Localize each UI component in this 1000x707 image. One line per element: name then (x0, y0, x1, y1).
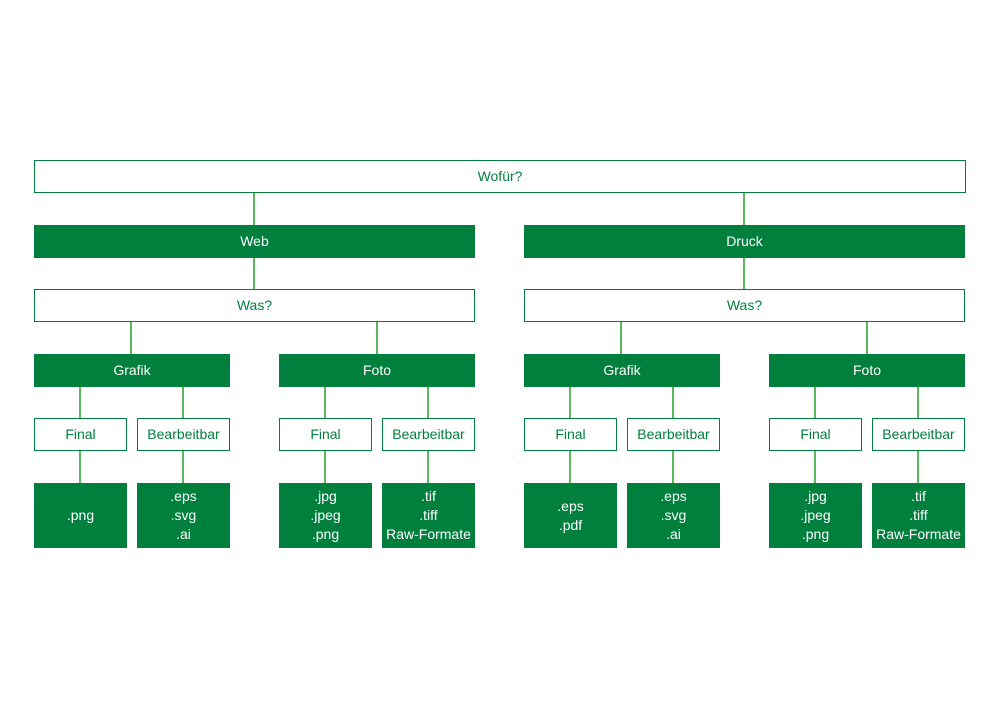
format-label: .svg (170, 507, 197, 523)
web-foto-final-formats: .jpg .jpeg .png (279, 483, 372, 548)
web-question-box: Was? (34, 289, 475, 322)
format-label: .ai (176, 526, 191, 542)
format-label: .svg (660, 507, 687, 523)
druck-grafik-final-formats: .eps .pdf (524, 483, 617, 548)
format-label: .eps (660, 488, 687, 504)
druck-foto-final-formats: .jpg .jpeg .png (769, 483, 862, 548)
druck-question-box: Was? (524, 289, 965, 322)
format-label: .jpg (314, 488, 337, 504)
format-label: .jpeg (310, 507, 341, 523)
druck-foto-box: Foto (769, 354, 965, 387)
web-grafik-final-box: Final (34, 418, 127, 451)
web-foto-editable-formats: .tif .tiff Raw-Formate (382, 483, 475, 548)
branch-web: Web (34, 225, 475, 258)
druck-foto-editable-formats: .tif .tiff Raw-Formate (872, 483, 965, 548)
format-label: .jpeg (800, 507, 831, 523)
format-label: .jpg (804, 488, 827, 504)
druck-grafik-final-box: Final (524, 418, 617, 451)
web-foto-final-box: Final (279, 418, 372, 451)
format-label: .eps (557, 497, 584, 514)
web-grafik-editable-box: Bearbeitbar (137, 418, 230, 451)
format-label: .png (311, 526, 340, 542)
format-label: .png (801, 526, 830, 542)
format-label: .pdf (558, 516, 583, 533)
druck-grafik-editable-box: Bearbeitbar (627, 418, 720, 451)
druck-foto-editable-box: Bearbeitbar (872, 418, 965, 451)
web-grafik-box: Grafik (34, 354, 230, 387)
format-label: Raw-Formate (386, 526, 471, 542)
web-grafik-final-formats: .png (34, 483, 127, 548)
root-question-box: Wofür? (34, 160, 966, 193)
branch-druck: Druck (524, 225, 965, 258)
format-label: .tif (421, 488, 436, 504)
format-label: .eps (170, 488, 197, 504)
format-label: .ai (666, 526, 681, 542)
format-label: Raw-Formate (876, 526, 961, 542)
format-label: .tiff (419, 507, 438, 523)
format-label: .tiff (909, 507, 928, 523)
web-foto-editable-box: Bearbeitbar (382, 418, 475, 451)
druck-foto-final-box: Final (769, 418, 862, 451)
format-label: .tif (911, 488, 926, 504)
format-label: .png (66, 507, 95, 523)
web-foto-box: Foto (279, 354, 475, 387)
web-grafik-editable-formats: .eps .svg .ai (137, 483, 230, 548)
druck-grafik-box: Grafik (524, 354, 720, 387)
druck-grafik-editable-formats: .eps .svg .ai (627, 483, 720, 548)
